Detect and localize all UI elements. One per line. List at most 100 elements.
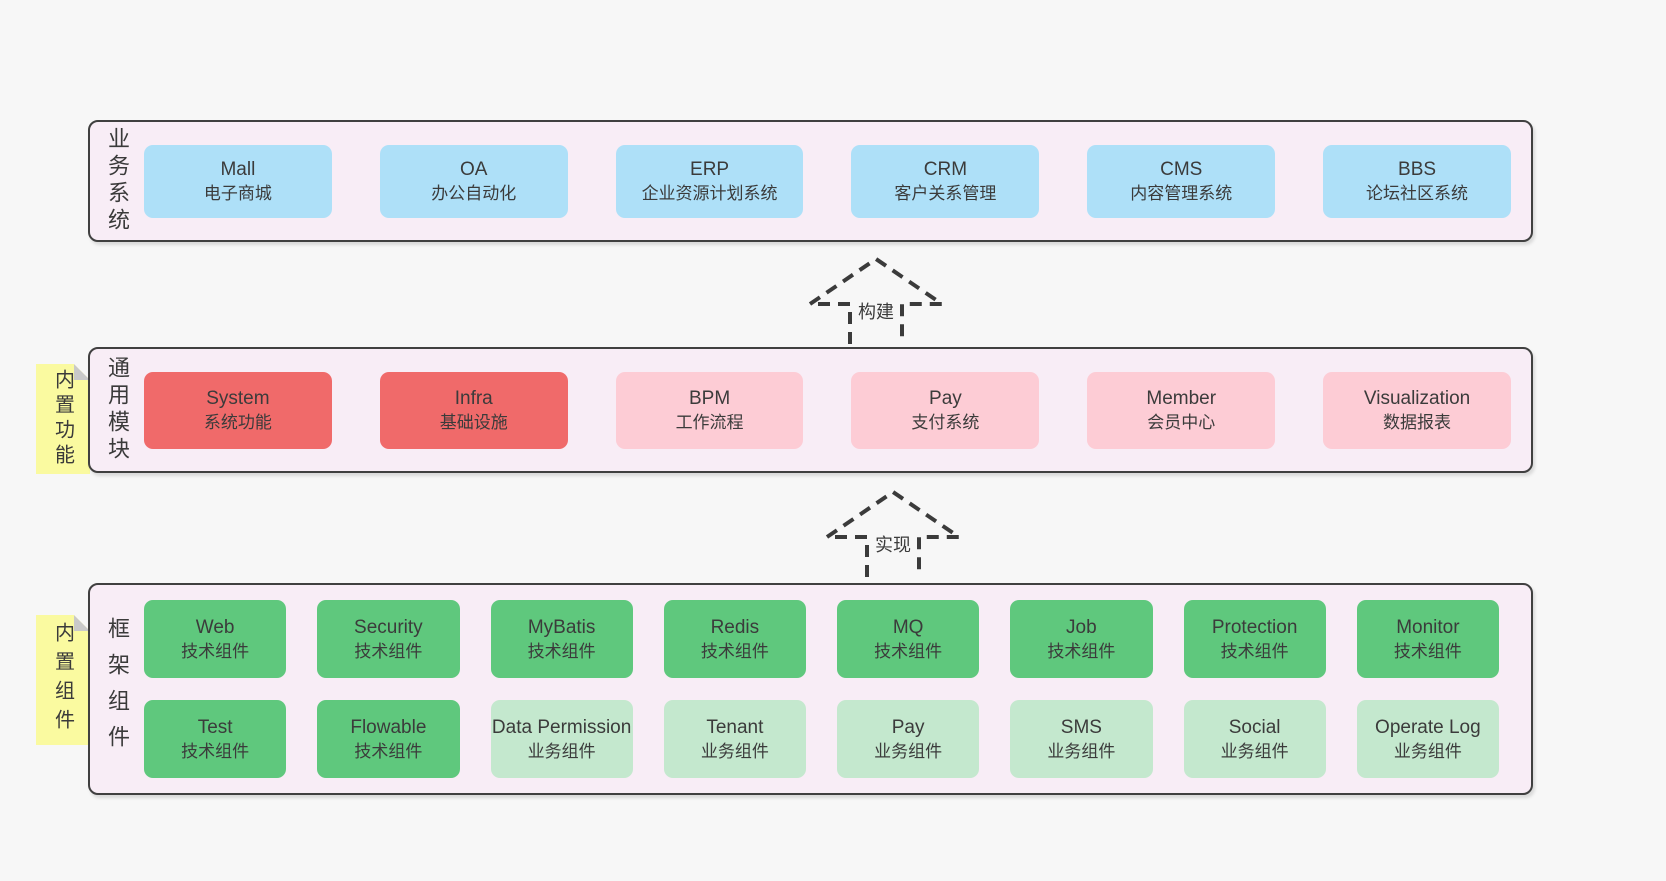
box-title: Flowable [350, 716, 427, 738]
box-subtitle: 业务组件 [700, 741, 769, 761]
layer-modules-label: 通用模块 [105, 356, 130, 464]
up-arrow-icon [806, 256, 946, 344]
box-subtitle: 技术组件 [354, 641, 423, 661]
box-title: BBS [1398, 158, 1437, 180]
box-title: CMS [1160, 158, 1203, 180]
box-title: Operate Log [1375, 716, 1481, 738]
box-mall: Mall 电子商城 [144, 144, 332, 218]
box-subtitle: 业务组件 [1393, 741, 1462, 761]
box-security: Security 技术组件 [317, 600, 460, 678]
box-subtitle: 系统功能 [203, 412, 272, 432]
sticky-note-built-in-functions: 内置功能 [36, 364, 90, 474]
box-subtitle: 业务组件 [1220, 741, 1289, 761]
layer-business-systems: 业务系统 Mall 电子商城 OA 办公自动化 ERP 企业资源计划系统 CRM 客户关系管理… [88, 120, 1533, 242]
box-subtitle: 技术组件 [700, 641, 769, 661]
box-title: ERP [690, 158, 730, 180]
box-pay: Pay 支付系统 [851, 371, 1040, 449]
up-arrow-icon [823, 489, 963, 577]
implement-arrow: 实现 [823, 489, 963, 577]
box-subtitle: 工作流程 [675, 412, 744, 432]
box-system: System 系统功能 [144, 371, 332, 449]
box-title: Visualization [1363, 387, 1471, 409]
box-title: Security [354, 616, 423, 638]
box-title: Social [1228, 716, 1281, 738]
box-title: MQ [892, 616, 924, 638]
box-title: Pay [929, 387, 962, 409]
box-sms: SMS 业务组件 [1010, 700, 1153, 778]
box-title: Pay [891, 716, 925, 738]
box-member: Member 会员中心 [1087, 371, 1276, 449]
box-subtitle: 技术组件 [527, 641, 596, 661]
box-web: Web 技术组件 [144, 600, 287, 678]
box-subtitle: 企业资源计划系统 [641, 183, 778, 203]
box-social: Social 业务组件 [1183, 700, 1326, 778]
box-subtitle: 技术组件 [874, 641, 943, 661]
business-boxes: Mall 电子商城 OA 办公自动化 ERP 企业资源计划系统 CRM 客户关系管理 CMS 内容… [144, 122, 1531, 240]
box-title: Test [197, 716, 233, 738]
box-subtitle: 电子商城 [203, 183, 272, 203]
box-title: Mall [220, 158, 256, 180]
box-subtitle: 业务组件 [874, 741, 943, 761]
box-subtitle: 支付系统 [911, 412, 980, 432]
box-visualization: Visualization 数据报表 [1323, 371, 1511, 449]
box-erp: ERP 企业资源计划系统 [615, 144, 804, 218]
box-title: Job [1066, 616, 1097, 638]
box-subtitle: 技术组件 [181, 641, 250, 661]
box-title: Tenant [706, 716, 764, 738]
box-subtitle: 技术组件 [1393, 641, 1462, 661]
box-title: Data Permission [491, 716, 632, 738]
box-subtitle: 技术组件 [354, 741, 423, 761]
box-title: OA [460, 158, 488, 180]
box-subtitle: 基础设施 [439, 412, 508, 432]
box-flowable: Flowable 技术组件 [317, 700, 460, 778]
layer-business-label: 业务系统 [105, 127, 130, 235]
box-subtitle: 技术组件 [1047, 641, 1116, 661]
box-subtitle: 内容管理系统 [1130, 183, 1233, 203]
box-subtitle: 客户关系管理 [894, 183, 997, 203]
implement-arrow-label: 实现 [872, 531, 914, 557]
box-operate-log: Operate Log 业务组件 [1356, 700, 1499, 778]
box-subtitle: 论坛社区系统 [1366, 183, 1469, 203]
box-bbs: BBS 论坛社区系统 [1323, 144, 1511, 218]
box-title: Monitor [1396, 616, 1460, 638]
layer-components-label: 框架组件 [105, 617, 130, 761]
box-subtitle: 办公自动化 [431, 183, 517, 203]
box-subtitle: 数据报表 [1383, 412, 1452, 432]
box-subtitle: 技术组件 [181, 741, 250, 761]
box-title: SMS [1060, 716, 1102, 738]
box-title: Infra [454, 387, 493, 409]
sticky-note-built-in-components: 内置组件 [36, 615, 90, 745]
build-arrow: 构建 [806, 256, 946, 344]
box-mq: MQ 技术组件 [837, 600, 980, 678]
box-test: Test 技术组件 [144, 700, 287, 778]
box-protection: Protection 技术组件 [1183, 600, 1326, 678]
box-subtitle: 技术组件 [1220, 641, 1289, 661]
box-job: Job 技术组件 [1010, 600, 1153, 678]
box-title: Web [195, 616, 235, 638]
box-subtitle: 业务组件 [1047, 741, 1116, 761]
box-tenant: Tenant 业务组件 [663, 700, 806, 778]
box-crm: CRM 客户关系管理 [851, 144, 1040, 218]
box-title: Member [1146, 387, 1217, 409]
box-title: CRM [923, 158, 968, 180]
box-pay: Pay 业务组件 [837, 700, 980, 778]
box-title: System [206, 387, 270, 409]
box-infra: Infra 基础设施 [379, 371, 568, 449]
box-subtitle: 会员中心 [1147, 412, 1216, 432]
box-oa: OA 办公自动化 [379, 144, 568, 218]
box-cms: CMS 内容管理系统 [1087, 144, 1276, 218]
build-arrow-label: 构建 [855, 298, 897, 324]
box-title: Protection [1211, 616, 1298, 638]
box-monitor: Monitor 技术组件 [1356, 600, 1499, 678]
